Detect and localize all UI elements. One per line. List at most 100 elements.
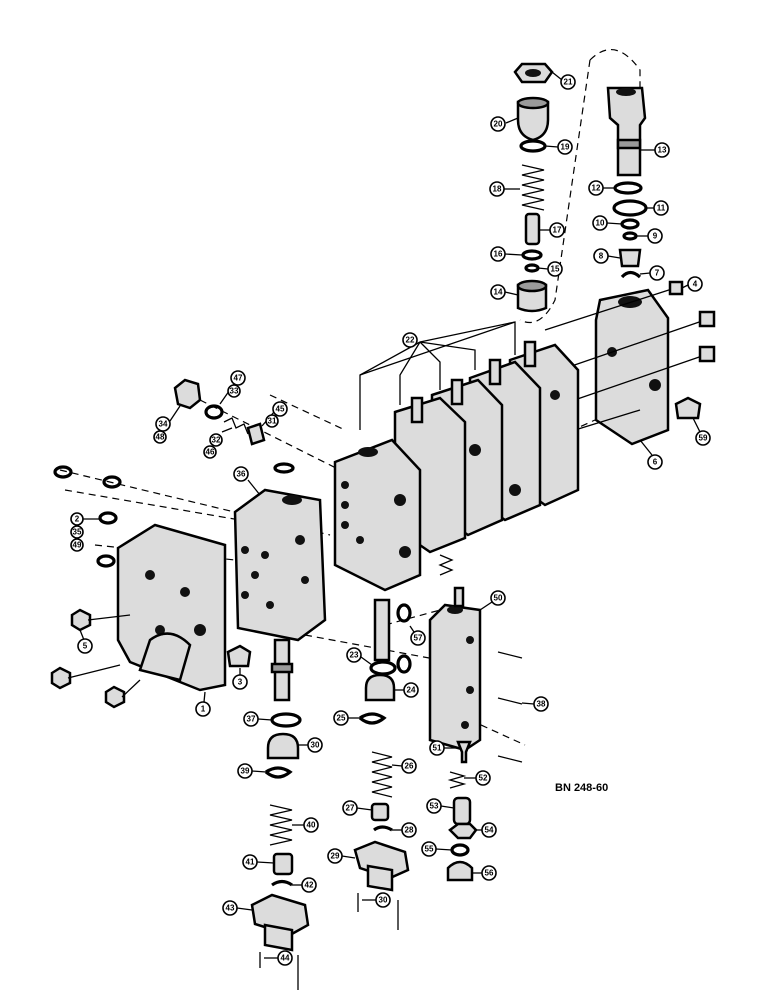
callout-11: 11: [646, 200, 669, 216]
callout-27: 27: [342, 800, 373, 816]
svg-text:21: 21: [564, 78, 573, 87]
callout-51: 51: [429, 740, 458, 756]
callout-31: 31: [265, 414, 279, 428]
svg-text:18: 18: [493, 185, 502, 194]
callout-17: 17: [540, 222, 565, 238]
callout-33: 33: [227, 384, 241, 398]
svg-text:42: 42: [305, 881, 314, 890]
svg-text:4: 4: [693, 280, 698, 289]
callout-34: 34: [155, 405, 181, 432]
svg-text:14: 14: [494, 288, 503, 297]
callout-15: 15: [537, 261, 563, 277]
svg-text:59: 59: [699, 434, 708, 443]
callout-36: 36: [233, 466, 261, 496]
relief-valve-parts: [513, 62, 648, 313]
callout-19: 19: [544, 139, 573, 155]
svg-text:23: 23: [350, 651, 359, 660]
svg-text:38: 38: [537, 700, 546, 709]
svg-text:5: 5: [83, 642, 88, 651]
callout-42: 42: [292, 877, 317, 893]
callout-30: 30: [362, 892, 391, 908]
svg-text:24: 24: [407, 686, 416, 695]
svg-text:52: 52: [479, 774, 488, 783]
svg-text:8: 8: [599, 252, 604, 261]
callout-16: 16: [490, 246, 523, 262]
svg-text:36: 36: [237, 470, 246, 479]
callout-32: 32: [209, 427, 233, 447]
callouts: 21 20 19 18 17 16 15 14 13 12 11 10 9 8 …: [70, 71, 711, 966]
svg-text:49: 49: [73, 541, 82, 550]
callout-3: 3: [232, 668, 248, 690]
svg-text:35: 35: [73, 528, 82, 537]
callout-49: 49: [70, 538, 84, 552]
svg-text:54: 54: [485, 826, 494, 835]
svg-text:45: 45: [276, 405, 285, 414]
svg-text:17: 17: [553, 226, 562, 235]
svg-text:27: 27: [346, 804, 355, 813]
callout-24: 24: [394, 682, 419, 698]
svg-text:22: 22: [406, 336, 415, 345]
callout-2: 2: [70, 512, 100, 526]
callout-22: 22: [402, 332, 418, 348]
svg-text:3: 3: [238, 678, 243, 687]
callout-21: 21: [551, 71, 576, 90]
callout-7: 7: [639, 265, 665, 281]
svg-text:25: 25: [337, 714, 346, 723]
svg-text:57: 57: [414, 634, 423, 643]
callout-20: 20: [490, 116, 519, 132]
left-relief-parts: [173, 378, 266, 446]
svg-text:39: 39: [241, 767, 250, 776]
svg-text:15: 15: [551, 265, 560, 274]
outlet-block: [373, 586, 523, 763]
callout-12: 12: [588, 180, 615, 196]
callout-25: 25: [333, 710, 360, 726]
callout-5: 5: [77, 629, 93, 654]
callout-6: 6: [639, 439, 663, 470]
right-end-cover: [544, 280, 716, 446]
callout-28: 28: [392, 822, 417, 838]
svg-text:34: 34: [159, 420, 168, 429]
svg-text:10: 10: [596, 219, 605, 228]
svg-text:41: 41: [246, 858, 255, 867]
callout-44: 44: [264, 950, 293, 966]
callout-46: 46: [203, 445, 217, 459]
callout-39: 39: [237, 763, 267, 779]
callout-8: 8: [593, 248, 621, 264]
callout-47: 47: [219, 370, 246, 405]
callout-14: 14: [490, 284, 519, 300]
svg-text:56: 56: [485, 869, 494, 878]
callout-52: 52: [464, 770, 491, 786]
callout-37: 37: [243, 711, 273, 727]
callout-9: 9: [636, 228, 663, 244]
callout-43: 43: [222, 900, 253, 916]
svg-text:11: 11: [657, 204, 666, 213]
callout-41: 41: [242, 854, 275, 870]
svg-text:20: 20: [494, 120, 503, 129]
svg-text:51: 51: [433, 744, 442, 753]
callout-29: 29: [327, 848, 356, 864]
callout-40: 40: [292, 817, 319, 833]
callout-59: 59: [692, 417, 711, 446]
svg-text:53: 53: [430, 802, 439, 811]
callout-10: 10: [592, 215, 623, 231]
callout-48: 48: [153, 430, 167, 444]
callout-54: 54: [476, 822, 497, 838]
svg-text:47: 47: [234, 374, 243, 383]
svg-text:7: 7: [655, 269, 660, 278]
svg-text:19: 19: [561, 143, 570, 152]
callout-18: 18: [489, 181, 520, 197]
inlet-block: [233, 462, 327, 702]
callout-53: 53: [426, 798, 455, 814]
svg-text:50: 50: [494, 594, 503, 603]
svg-text:1: 1: [201, 705, 206, 714]
left-end-plate: [50, 465, 252, 709]
spool-parts: [250, 654, 478, 990]
valve-sections: [333, 321, 580, 592]
callout-38: 38: [521, 696, 549, 712]
svg-text:55: 55: [425, 845, 434, 854]
svg-text:9: 9: [653, 232, 658, 241]
svg-text:12: 12: [592, 184, 601, 193]
svg-text:44: 44: [281, 954, 290, 963]
callout-4: 4: [681, 276, 703, 292]
drawing-code: BN 248-60: [555, 782, 608, 794]
